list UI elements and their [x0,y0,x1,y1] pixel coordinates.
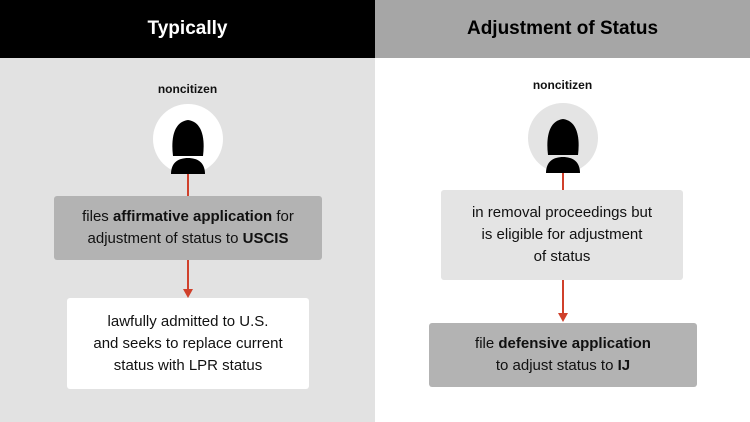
affirmative-application-box: files affirmative application for adjust… [54,196,322,260]
arrow-line [187,260,189,290]
connector-line [187,174,189,196]
adjustment-of-status-panel: Adjustment of Status noncitizen in remov… [375,0,750,422]
affirmative-application-text: affirmative application [112,208,273,225]
box-text: for [272,208,294,225]
typically-header: Typically [0,0,375,58]
adjustment-of-status-header: Adjustment of Status [375,0,750,58]
box-text: is eligible for adjustment [481,226,643,243]
removal-proceedings-box: in removal proceedings but is eligible f… [441,190,683,280]
lawfully-admitted-box: lawfully admitted to U.S. and seeks to r… [67,298,309,389]
ij-text: IJ [617,357,631,374]
box-text: files [82,208,113,225]
box-text: status with LPR status [113,356,263,374]
connector-line [562,173,564,191]
defensive-application-box: file defensive application to adjust sta… [429,323,697,387]
box-text: lawfully admitted to U.S. [107,312,269,330]
arrow-line [562,280,564,314]
down-arrow-icon [558,313,568,322]
noncitizen-label: noncitizen [532,78,593,92]
down-arrow-icon [183,289,193,298]
person-silhouette-icon [528,103,598,173]
box-text: of status [533,248,591,265]
defensive-application-text: defensive application [498,335,651,352]
box-text: and seeks to replace current [93,334,283,352]
box-text: adjustment of status to [87,230,243,247]
box-text: to adjust status to [495,357,618,374]
noncitizen-label: noncitizen [157,82,218,96]
person-silhouette-icon [153,104,223,174]
box-text: file [475,335,499,352]
box-text: in removal proceedings but [471,204,653,221]
uscis-text: USCIS [242,230,289,247]
typically-panel: Typically noncitizen files affirmative a… [0,0,375,422]
